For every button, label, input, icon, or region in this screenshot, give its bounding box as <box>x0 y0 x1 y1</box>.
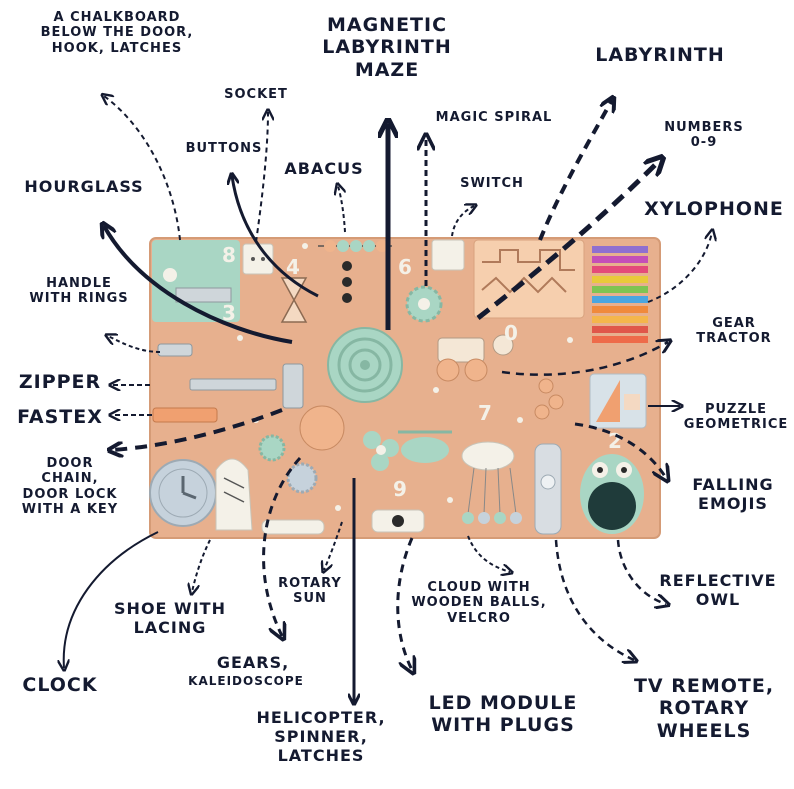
label-tv-remote: TV REMOTE, ROTARY WHEELS <box>633 675 775 742</box>
door-lock <box>282 363 304 409</box>
arrow-handle-rings <box>108 336 161 353</box>
arrow-gear-tractor <box>501 342 668 376</box>
label-fastex: FASTEX <box>17 406 103 428</box>
arrow-hourglass <box>104 226 293 344</box>
arrow-door-chain <box>112 408 283 450</box>
label-helicopter: HELICOPTER, SPINNER, LATCHES <box>256 708 386 765</box>
label-socket: SOCKET <box>224 87 288 102</box>
fastex-buckle <box>152 407 218 423</box>
hourglass-toy <box>280 277 308 323</box>
board-number: 2 <box>608 429 622 453</box>
arrow-falling-emojis <box>574 422 666 478</box>
label-puzzle: PUZZLE GEOMETRICE <box>683 402 789 433</box>
pointer-arrows <box>64 96 712 702</box>
switch-plate <box>431 239 465 271</box>
xylophone-toy <box>592 246 648 343</box>
gear-disc <box>299 405 345 451</box>
label-clock: CLOCK <box>22 674 98 696</box>
arrow-gears <box>262 456 302 636</box>
falling-emojis <box>534 378 564 420</box>
arrow-clock <box>64 531 159 668</box>
gear-2 <box>286 462 318 494</box>
label-chalkboard: A CHALKBOARD BELOW THE DOOR, HOOK, LATCH… <box>40 10 194 56</box>
label-led-module: LED MODULE WITH PLUGS <box>428 692 578 737</box>
label-xylophone: XYLOPHONE <box>644 198 784 220</box>
arrow-abacus <box>338 186 345 233</box>
board-number: 7 <box>478 401 492 425</box>
board-number: 8 <box>222 243 236 267</box>
gear-tractor-toy <box>436 334 514 382</box>
label-magic-spiral: MAGIC SPIRAL <box>435 110 553 125</box>
gear-1 <box>258 434 286 462</box>
labyrinth-panel <box>473 239 585 319</box>
label-door-chain: DOOR CHAIN, DOOR LOCK WITH A KEY <box>21 456 119 517</box>
spinner-toy <box>363 431 399 471</box>
label-shoe: SHOE WITH LACING <box>114 599 226 637</box>
board-number: 4 <box>286 255 300 279</box>
label-hourglass: HOURGLASS <box>24 177 144 196</box>
label-buttons: BUTTONS <box>185 141 263 156</box>
label-handle-with-rings: HANDLE WITH RINGS <box>29 276 129 307</box>
reflective-owl-toy <box>580 454 644 534</box>
busy-board <box>149 237 661 539</box>
decor-dots <box>237 243 573 511</box>
board-number: 9 <box>393 477 407 501</box>
arrow-tv-remote <box>554 539 634 660</box>
zipper-toy <box>189 378 277 391</box>
cloud-toy <box>461 441 515 471</box>
handle-with-rings <box>157 343 193 357</box>
board-numbers: 8 4 6 0 7 9 2 3 <box>222 243 622 501</box>
arrow-labyrinth <box>538 100 612 241</box>
arrow-chalkboard <box>104 96 181 241</box>
arrow-led-module <box>396 537 412 670</box>
board-number: 6 <box>398 255 412 279</box>
label-falling-emojis: FALLING EMOJIS <box>692 475 774 513</box>
label-zipper: ZIPPER <box>18 371 102 393</box>
roller <box>261 519 325 535</box>
arrow-cloud <box>467 535 510 572</box>
shoe-with-lacing <box>215 458 253 531</box>
label-gears: GEARS, <box>216 653 290 672</box>
label-kaleidoscope: KALEIDOSCOPE <box>188 674 304 688</box>
buttons-toy <box>342 261 352 303</box>
label-abacus: ABACUS <box>284 159 364 178</box>
label-reflective-owl: REFLECTIVE OWL <box>659 571 777 609</box>
arrow-shoe <box>192 539 211 592</box>
board-number: 3 <box>222 301 236 325</box>
arrow-xylophone <box>647 232 712 303</box>
label-labyrinth: LABYRINTH <box>595 44 725 66</box>
label-numbers: NUMBERS 0-9 <box>664 120 744 151</box>
label-magnetic-maze: MAGNETIC LABYRINTH MAZE <box>322 14 452 81</box>
arrow-socket <box>255 112 268 243</box>
label-cloud: CLOUD WITH WOODEN BALLS, VELCRO <box>411 580 547 626</box>
label-gear-tractor: GEAR TRACTOR <box>696 316 772 347</box>
label-switch: SWITCH <box>460 176 524 191</box>
label-rotary-sun: ROTARY SUN <box>278 576 342 607</box>
arrow-switch <box>451 206 474 237</box>
arrow-numbers <box>476 160 660 320</box>
abacus-toy <box>318 240 392 252</box>
board-number: 0 <box>504 321 518 345</box>
arrow-buttons <box>232 176 319 298</box>
helicopter-toy <box>401 437 449 463</box>
arrow-reflective-owl <box>616 539 666 604</box>
